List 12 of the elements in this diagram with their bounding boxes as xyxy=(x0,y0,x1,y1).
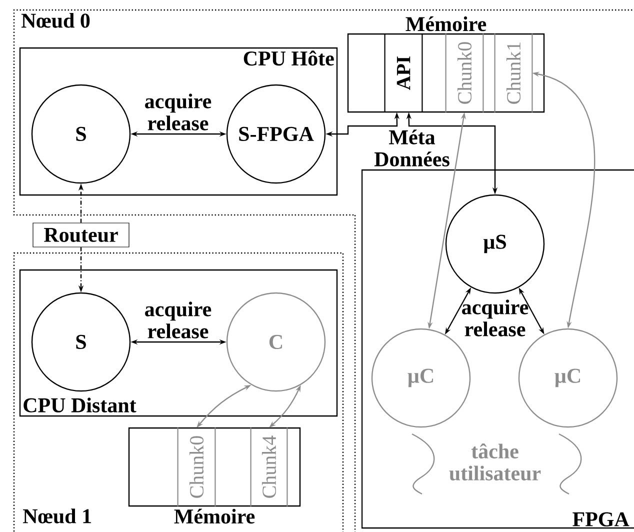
memory-cell: Chunk0 xyxy=(445,33,484,113)
annotation-text: Méta Données xyxy=(374,130,450,166)
memory-cell: Chunk0 xyxy=(177,427,216,507)
router-box: Routeur xyxy=(32,222,130,248)
edge-label: acquire release xyxy=(136,92,220,132)
memory-cell: API xyxy=(384,33,423,113)
memory-cell: Chunk4 xyxy=(250,427,288,507)
node-label: Mémoire xyxy=(174,508,255,524)
node-label: Mémoire xyxy=(406,16,486,32)
annotation-text: tâche utilisateur xyxy=(449,443,541,481)
edge-label: acquire release xyxy=(136,300,220,340)
memory-cell: Chunk1 xyxy=(494,33,533,113)
